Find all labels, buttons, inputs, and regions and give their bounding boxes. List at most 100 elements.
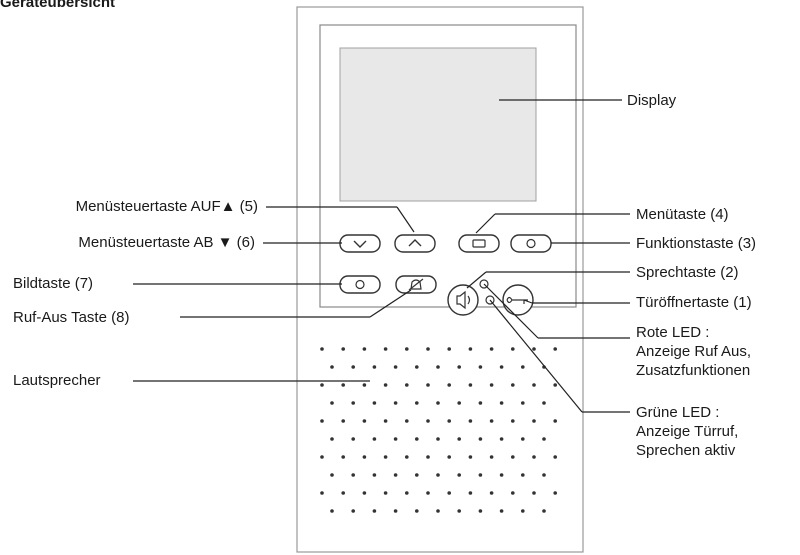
grille-dot [415, 509, 419, 513]
leader-menu [475, 213, 496, 234]
grille-dot [468, 419, 473, 423]
grille-dot [330, 401, 334, 405]
circle-icon [355, 279, 365, 290]
speaker-icon [456, 290, 471, 310]
grille-dot [393, 509, 398, 513]
grille-dot [532, 383, 536, 387]
grille-dot [521, 509, 525, 513]
grille-dot [405, 419, 409, 423]
grille-dot [489, 491, 494, 495]
grille-dot [372, 509, 377, 513]
label-display: Display [627, 92, 677, 109]
grille-dot [341, 419, 346, 423]
label-function-key: Funktionstaste (3) [636, 235, 757, 252]
heading: Geräteübersicht [0, 0, 116, 11]
grille-dot [415, 437, 419, 441]
grille-dot [415, 473, 419, 477]
grille-dot [553, 455, 557, 459]
grille-dot [468, 347, 473, 351]
grille-dot [383, 347, 388, 351]
grille-dot [362, 347, 367, 351]
grille-dot [553, 347, 557, 351]
grille-dot [405, 491, 409, 495]
grille-dot [341, 347, 346, 351]
grille-dot [320, 347, 324, 351]
grille-dot [478, 473, 483, 477]
grille-dot [511, 383, 515, 387]
grille-dot [532, 491, 536, 495]
grille-dot [405, 347, 409, 351]
grille-dot [383, 383, 388, 387]
grille-dot [457, 473, 462, 477]
grille-dot [320, 455, 324, 459]
circle-icon [526, 238, 536, 249]
grille-dot [457, 365, 462, 369]
grille-dot [468, 491, 473, 495]
grille-dot [436, 365, 440, 369]
grille-dot [489, 383, 494, 387]
label-menu-up: Menüsteuertaste AUF▲ (5) [75, 198, 258, 215]
grille-dot [436, 401, 440, 405]
grille-dot [362, 491, 367, 495]
label-picture-key: Bildtaste (7) [13, 275, 94, 292]
label-red-led-3: Zusatzfunktionen [636, 362, 751, 379]
grille-dot [499, 509, 504, 513]
grille-dot [521, 437, 525, 441]
grille-dot [542, 437, 546, 441]
grille-dot [499, 437, 504, 441]
grille-dot [341, 491, 346, 495]
function-button [510, 234, 552, 253]
grille-dot [415, 401, 419, 405]
talk-button [447, 284, 479, 316]
up-button [394, 234, 436, 253]
grille-dot [499, 473, 504, 477]
grille-dot [447, 419, 452, 423]
grille-dot [383, 455, 388, 459]
grille-dot [330, 437, 334, 441]
grille-dot [426, 347, 430, 351]
grille-dot [542, 401, 546, 405]
label-menu-key: Menütaste (4) [636, 206, 729, 223]
grille-dot [426, 491, 430, 495]
grille-dot [489, 347, 494, 351]
grille-dot [478, 401, 483, 405]
grille-dot [489, 455, 494, 459]
grille-dot [320, 419, 324, 423]
grille-dot [542, 509, 546, 513]
picture-button [339, 275, 381, 294]
grille-dot [436, 437, 440, 441]
chevron-down-icon [353, 240, 367, 248]
grille-dot [532, 347, 536, 351]
grille-dot [478, 437, 483, 441]
label-talk-key: Sprechtaste (2) [636, 264, 739, 281]
grille-dot [341, 383, 346, 387]
grille-dot [393, 365, 398, 369]
grille-dot [372, 365, 377, 369]
grille-dot [426, 419, 430, 423]
menu-icon [472, 239, 486, 248]
grille-dot [447, 347, 452, 351]
grille-dot [468, 383, 473, 387]
grille-dot [426, 455, 430, 459]
grille-dot [372, 473, 377, 477]
grille-dot [330, 365, 334, 369]
leader-door [523, 299, 533, 304]
grille-dot [383, 419, 388, 423]
label-green-led-1: Grüne LED : [636, 404, 720, 421]
grille-dot [447, 491, 452, 495]
door-button [502, 284, 534, 316]
label-green-led-3: Sprechen aktiv [636, 442, 736, 459]
grille-dot [532, 419, 536, 423]
grille-dot [553, 491, 557, 495]
grille-dot [511, 455, 515, 459]
leader-talk [466, 271, 487, 289]
grille-dot [372, 401, 377, 405]
grille-dot [426, 383, 430, 387]
grille-dot [383, 491, 388, 495]
chevron-up-icon [408, 239, 422, 247]
grille-dot [521, 473, 525, 477]
down-button [339, 234, 381, 253]
grille-dot [499, 401, 504, 405]
grille-dot [468, 455, 473, 459]
